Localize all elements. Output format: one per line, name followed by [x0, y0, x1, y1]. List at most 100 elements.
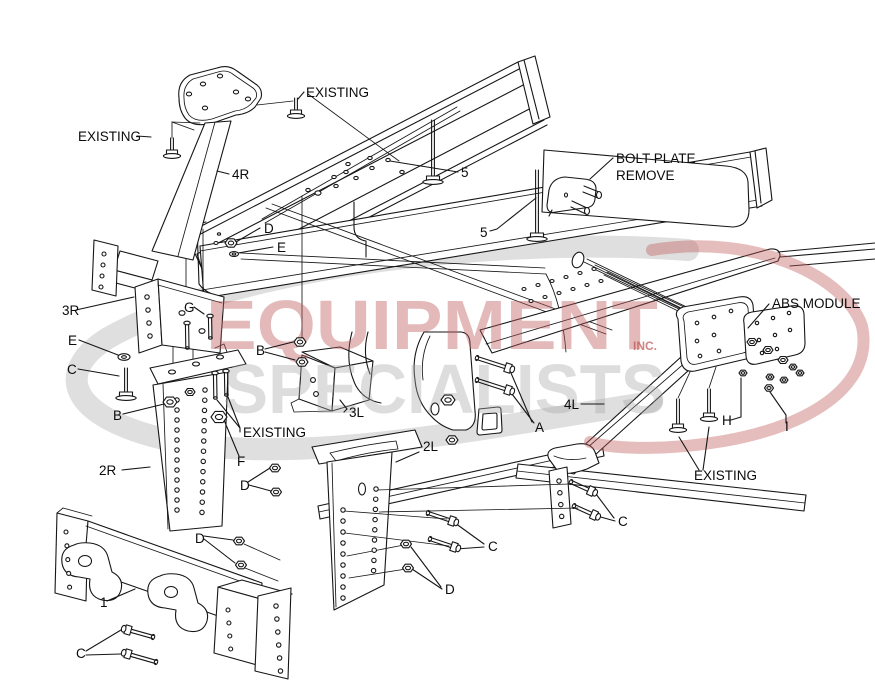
bolt-shaft [127, 627, 154, 637]
callout-h: H [722, 377, 742, 428]
hole [314, 190, 322, 196]
hole [199, 509, 205, 516]
hex-nut-bore [166, 399, 174, 405]
bolt-head-flange [162, 153, 182, 159]
hole [340, 562, 346, 568]
hole [277, 668, 284, 674]
hole [228, 646, 234, 652]
watermark-inc: INC. [633, 339, 657, 353]
hole [174, 507, 180, 513]
hex-nut [746, 337, 758, 347]
label-a: A [535, 420, 544, 435]
hole [64, 543, 70, 549]
brace-4r [91, 65, 263, 297]
hex-nut [210, 410, 228, 424]
hole [225, 607, 231, 613]
bolt-head-flange [699, 416, 719, 422]
hex-nut [401, 563, 415, 573]
hex-nut [232, 536, 246, 546]
bolt-tip [474, 354, 480, 362]
washer [228, 250, 240, 258]
callout-g: G [184, 300, 205, 315]
hex-nut [269, 487, 283, 497]
hole [77, 554, 93, 568]
callout-e2: E [68, 333, 119, 356]
hex-nut [162, 396, 178, 408]
callout-d4: D [195, 531, 281, 582]
hole [275, 629, 281, 635]
label-existing-1: EXISTING [78, 129, 141, 144]
hole [226, 620, 232, 626]
plate-2r [152, 371, 229, 532]
bolt-plate-part [546, 176, 603, 217]
hole [174, 417, 180, 423]
hole [340, 540, 346, 546]
hex-nut [445, 435, 459, 445]
hole [232, 89, 240, 95]
hex-nut-bore [272, 489, 280, 495]
hole [584, 282, 590, 288]
hex-nut-bore [790, 365, 796, 369]
label-1: 1 [100, 595, 108, 610]
callout-c4: C [76, 629, 122, 661]
hole [694, 320, 700, 326]
label-4r: 4R [232, 167, 250, 182]
hole [340, 529, 346, 535]
callout-4r: 4R [216, 167, 250, 182]
stud-tip [224, 393, 229, 397]
bolt-head-cap [592, 489, 599, 497]
hole [371, 557, 377, 564]
hitch-assembly [348, 331, 503, 436]
hole [178, 310, 186, 316]
hole [570, 286, 576, 292]
hole [200, 458, 207, 465]
hole [67, 584, 73, 590]
label-c2: C [618, 514, 628, 529]
washer [117, 353, 131, 361]
label-b1: B [113, 408, 122, 423]
callout-existing-top-left: EXISTING [78, 121, 201, 144]
hole [372, 527, 378, 533]
label-i: I [785, 419, 789, 434]
hole [199, 489, 206, 495]
hole [787, 327, 793, 333]
hole [598, 278, 604, 284]
cross-leader-lines [343, 483, 579, 579]
bolt-head-flange [286, 113, 306, 119]
hole [200, 448, 207, 454]
callout-d2: D [410, 546, 455, 597]
hex-nut-bore [271, 465, 279, 471]
hole [754, 320, 760, 326]
hex-nut-bore [187, 389, 193, 395]
hole [227, 633, 233, 639]
bolt-tip [427, 535, 433, 543]
bolt-head-cap [120, 648, 127, 657]
watermark-line2: SPECIALISTS [223, 350, 666, 428]
hole [577, 270, 583, 276]
callout-c1: C [67, 362, 120, 377]
hex-nut [795, 369, 805, 377]
hole [202, 387, 208, 393]
callout-e1: E [237, 240, 286, 255]
label-5a: 5 [461, 165, 469, 180]
hole [591, 266, 597, 272]
hole [202, 397, 208, 403]
hex-nut [777, 355, 789, 365]
hole [274, 616, 280, 622]
hole [372, 516, 378, 523]
hole [174, 447, 180, 453]
hole [215, 354, 225, 360]
bolt-tip [153, 658, 159, 666]
hole [201, 417, 208, 424]
hole [199, 499, 206, 505]
callout-existing-right: EXISTING [678, 426, 757, 483]
hole [201, 407, 208, 414]
hole [528, 298, 534, 304]
callout-3l: 3L [339, 399, 365, 420]
stud-top [183, 320, 191, 326]
hex-nut-bore [740, 371, 746, 375]
hole [145, 307, 151, 313]
hole [343, 169, 349, 175]
bolt-head-cap [120, 624, 127, 633]
label-c1: C [67, 362, 77, 377]
